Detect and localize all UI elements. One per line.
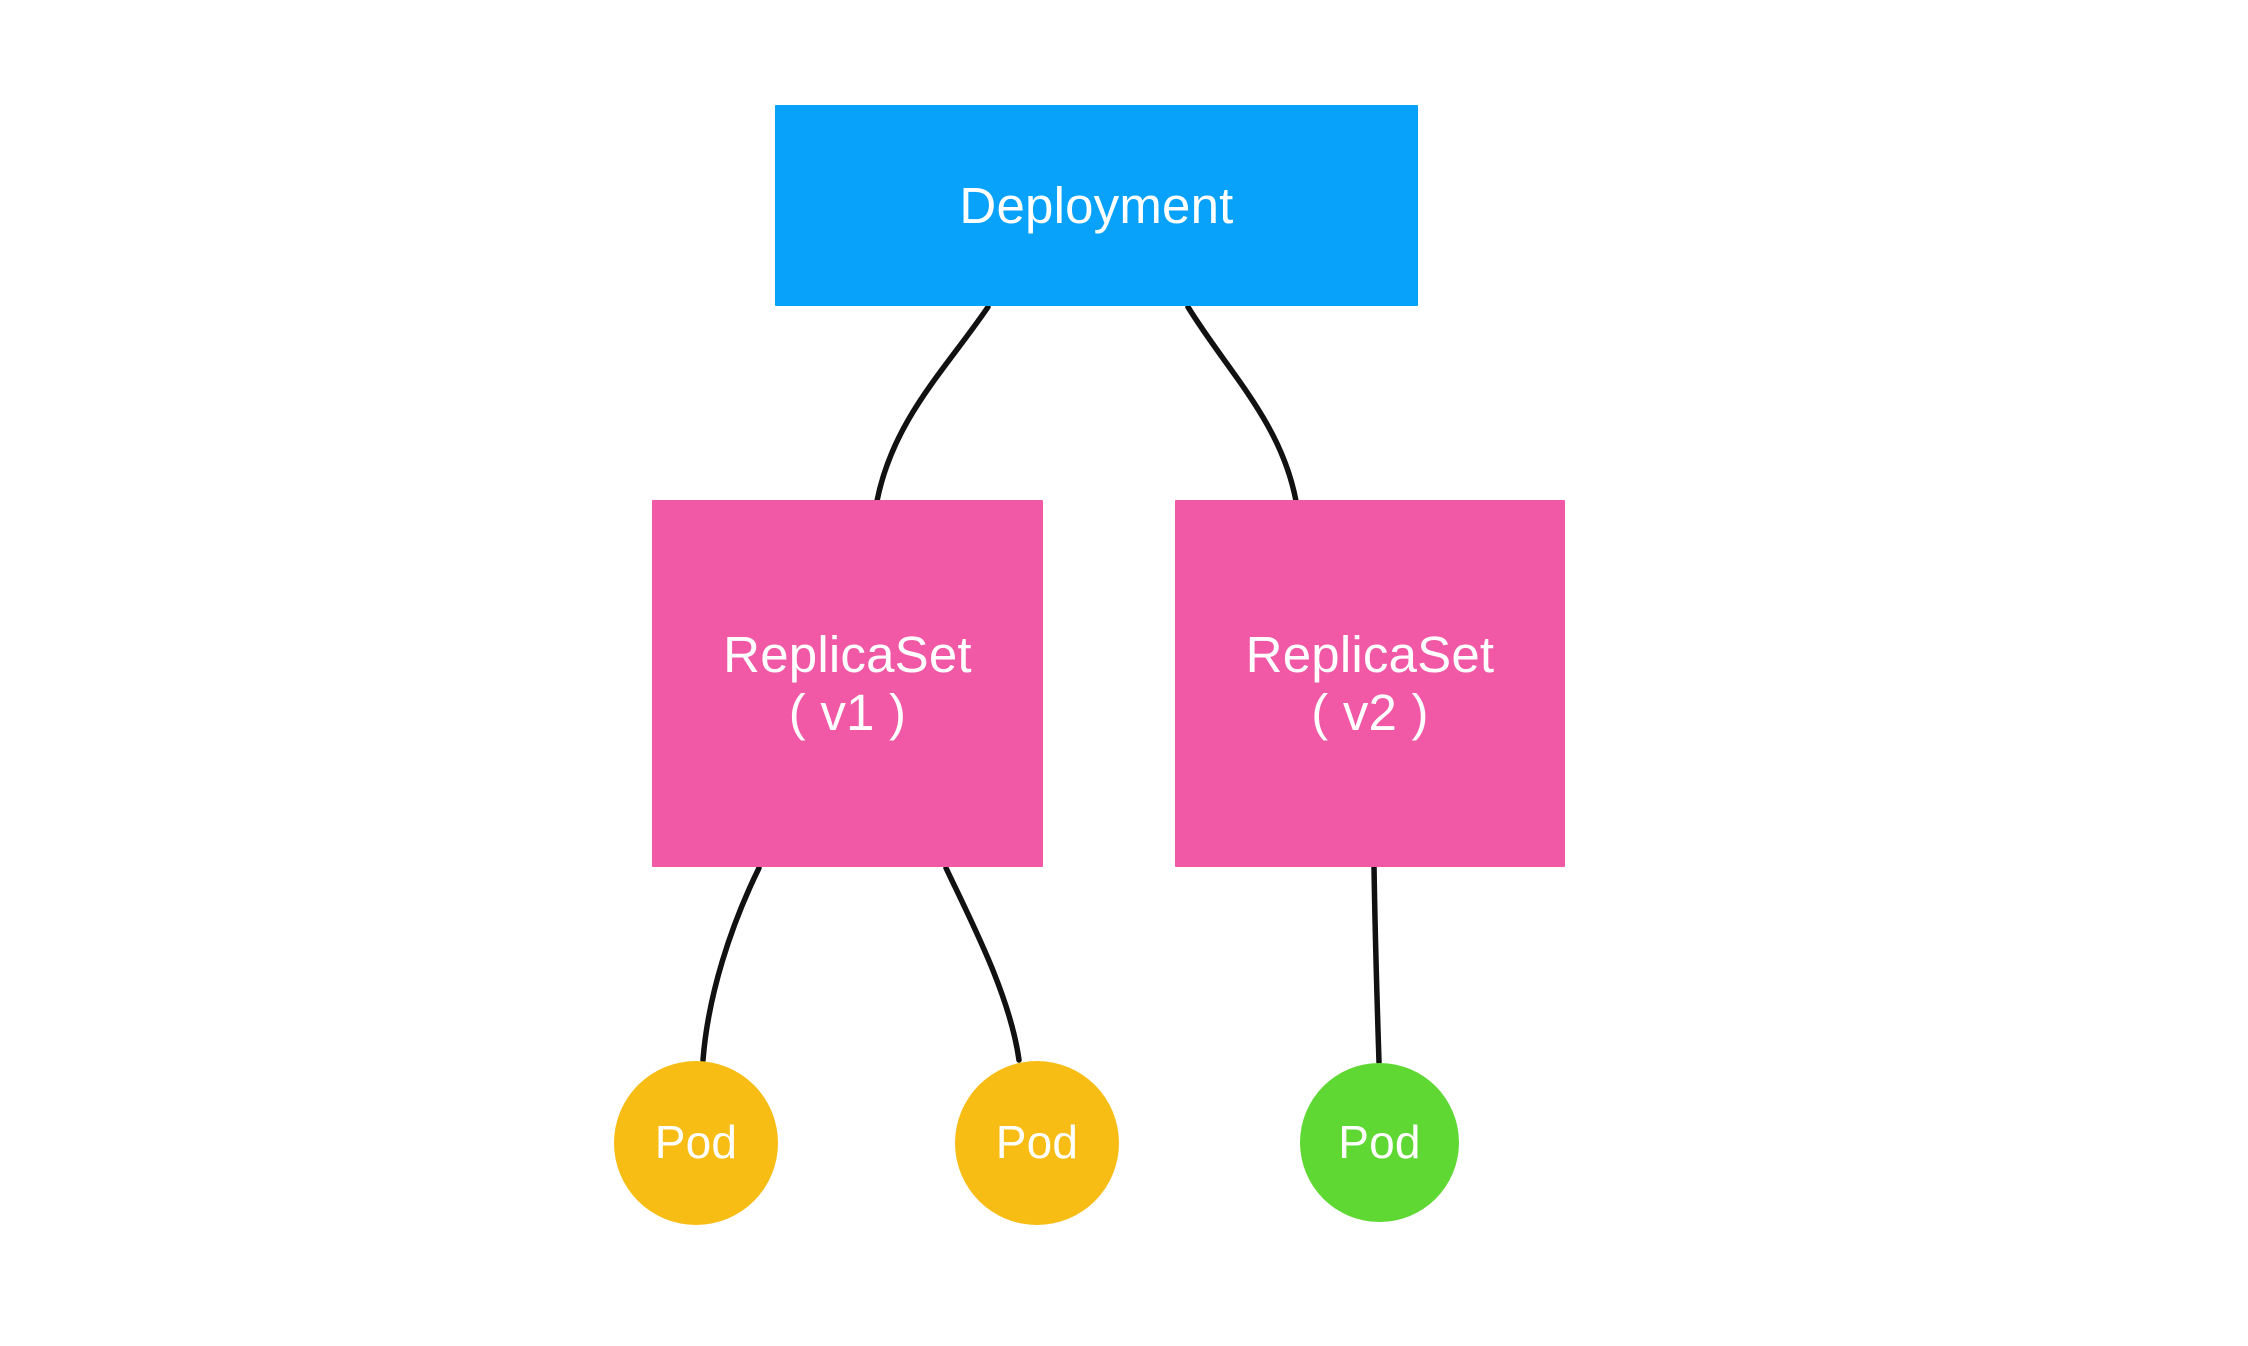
node-replicaset-v1-label: ReplicaSet ( v1 ) (723, 626, 972, 741)
edge-replicaset-v1-to-pod-2 (943, 865, 1022, 1063)
node-replicaset-v1[interactable]: ReplicaSet ( v1 ) (652, 500, 1043, 867)
edge-replicaset-v2-to-pod-3 (1371, 863, 1382, 1065)
node-replicaset-v2-label: ReplicaSet ( v2 ) (1245, 626, 1495, 741)
edge-deployment-to-replicaset-v1 (874, 304, 991, 504)
node-pod-2[interactable]: Pod (955, 1061, 1119, 1225)
node-pod-1-label: Pod (654, 1116, 738, 1169)
node-replicaset-v2[interactable]: ReplicaSet ( v2 ) (1175, 500, 1565, 867)
node-deployment-label: Deployment (959, 176, 1234, 234)
node-deployment[interactable]: Deployment (775, 105, 1418, 306)
node-pod-1[interactable]: Pod (614, 1061, 778, 1225)
edge-replicaset-v1-to-pod-1 (700, 865, 762, 1063)
edge-deployment-to-replicaset-v2 (1185, 304, 1299, 504)
node-pod-3[interactable]: Pod (1300, 1063, 1459, 1222)
node-pod-2-label: Pod (995, 1116, 1079, 1169)
node-pod-3-label: Pod (1338, 1115, 1421, 1168)
